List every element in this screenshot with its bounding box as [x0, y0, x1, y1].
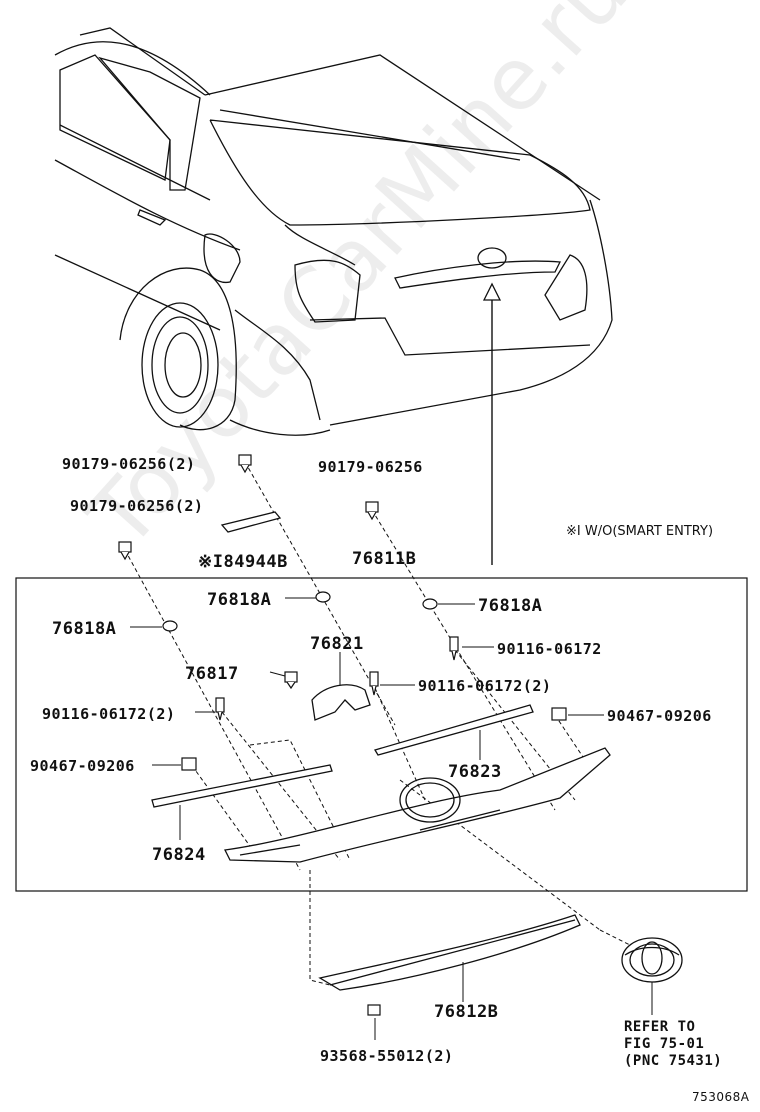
garnish-76811b — [224, 747, 611, 863]
refer-line-2: FIG 75-01 — [624, 1036, 705, 1052]
clip-icon — [238, 454, 252, 474]
label-90179-06256-2-top: 90179-06256(2) — [62, 455, 196, 473]
grommet-icon — [422, 598, 438, 610]
parts — [151, 511, 683, 991]
label-93568-55012-2: 93568-55012(2) — [320, 1047, 454, 1065]
molding-76823 — [374, 704, 534, 756]
label-76821: 76821 — [310, 634, 364, 654]
label-76823: 76823 — [448, 762, 502, 782]
label-76818a-center: 76818A — [207, 590, 272, 610]
nut-icon — [181, 757, 197, 771]
harness-84944b — [220, 511, 282, 533]
refer-note: REFER TO FIG 75-01 (PNC 75431) — [624, 1019, 722, 1070]
clip-icon — [284, 671, 298, 690]
figure-id: 753068A — [692, 1090, 750, 1104]
screw-icon — [215, 697, 225, 721]
label-leaders — [130, 597, 653, 1040]
assembly-box — [15, 577, 748, 892]
molding-76824 — [151, 764, 333, 808]
grommet-icon — [162, 620, 178, 632]
label-90179-06256-right: 90179-06256 — [318, 458, 423, 476]
emblem-ring — [399, 777, 461, 823]
label-76817: 76817 — [185, 664, 239, 684]
label-90116-06172-right: 90116-06172 — [497, 640, 602, 658]
label-76824: 76824 — [152, 845, 206, 865]
refer-line-3: (PNC 75431) — [624, 1053, 723, 1069]
label-90467-09206-right: 90467-09206 — [607, 707, 712, 725]
fasteners — [118, 454, 567, 1016]
cover-76821 — [311, 684, 371, 721]
leader-lines — [124, 461, 631, 986]
label-90116-06172-2-center: 90116-06172(2) — [418, 677, 552, 695]
car-illustration — [54, 27, 613, 565]
screw-icon — [369, 671, 379, 696]
label-84944b: ※I84944B — [198, 552, 288, 572]
label-90179-06256-2-mid: 90179-06256(2) — [70, 497, 204, 515]
label-90116-06172-2-left: 90116-06172(2) — [42, 705, 176, 723]
label-90467-09206-left: 90467-09206 — [30, 757, 135, 775]
clip-icon — [118, 541, 132, 561]
label-76811b: 76811B — [352, 549, 417, 569]
clip-icon — [365, 501, 379, 521]
grommet-icon — [315, 591, 331, 603]
label-76818a-left: 76818A — [52, 619, 117, 639]
nut-icon — [551, 707, 567, 721]
refer-line-1: REFER TO — [624, 1019, 696, 1035]
label-76818a-right: 76818A — [478, 596, 543, 616]
screw-icon — [449, 636, 459, 661]
label-76812b: 76812B — [434, 1002, 499, 1022]
smart-entry-note: ※I W/O(SMART ENTRY) — [566, 524, 714, 539]
screw-icon — [367, 1004, 381, 1016]
